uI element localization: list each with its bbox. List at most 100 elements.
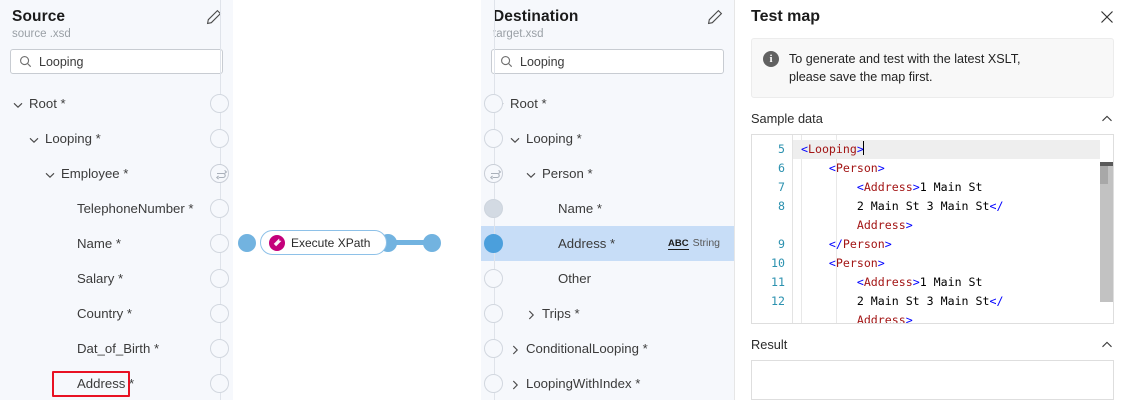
tree-row[interactable]: Employee * <box>0 156 233 191</box>
result-editor[interactable] <box>751 360 1114 400</box>
code-token: 2 Main St 3 Main St <box>856 199 990 213</box>
node-input-connector[interactable] <box>238 234 256 252</box>
tree-row[interactable]: Looping * <box>0 121 233 156</box>
line-number: 8 <box>778 199 785 213</box>
code-token: > <box>905 313 913 323</box>
pencil-icon[interactable] <box>706 8 724 26</box>
sample-data-section-header[interactable]: Sample data <box>751 111 1114 126</box>
chevron-down-icon[interactable] <box>525 169 537 181</box>
code-line[interactable]: <Looping> <box>793 140 1113 159</box>
code-token <box>801 256 829 270</box>
connector-dot[interactable] <box>484 374 503 393</box>
code-token: 1 Main St <box>919 275 983 289</box>
chevron-down-icon[interactable] <box>12 99 24 111</box>
connector-dot[interactable] <box>484 269 503 288</box>
chevron-right-icon[interactable] <box>525 309 537 321</box>
tree-row[interactable]: Name * <box>0 226 233 261</box>
connector-dot[interactable] <box>484 199 503 218</box>
connector-dot[interactable] <box>484 234 503 253</box>
result-section-header[interactable]: Result <box>751 337 1114 352</box>
destination-search-box[interactable] <box>491 49 724 74</box>
connector-dot[interactable] <box>210 129 229 148</box>
code-token: Person <box>835 161 878 175</box>
code-line[interactable]: Address> <box>793 216 1113 235</box>
connector-dot[interactable] <box>210 234 229 253</box>
connector-dot[interactable] <box>210 339 229 358</box>
source-schema-panel: Source source .xsd Root *Looping *Employ… <box>0 0 233 400</box>
map-canvas[interactable]: Execute XPath <box>233 0 481 400</box>
tree-row[interactable]: Person * <box>481 156 734 191</box>
scrollbar-thumb[interactable] <box>1100 162 1113 302</box>
code-token <box>801 199 857 213</box>
code-token: Looping <box>807 142 857 156</box>
connector-dot[interactable] <box>210 304 229 323</box>
connector-dot[interactable] <box>210 164 229 183</box>
line-number: 6 <box>778 161 785 175</box>
code-line[interactable]: <Address>1 Main St <box>793 178 1113 197</box>
tree-row[interactable]: LoopingWithIndex * <box>481 366 734 400</box>
source-search-box[interactable] <box>10 49 223 74</box>
code-line[interactable]: 2 Main St 3 Main St</ <box>793 292 1113 311</box>
chevron-down-icon[interactable] <box>44 169 56 181</box>
source-search-input[interactable] <box>39 54 214 69</box>
tree-row[interactable]: Root * <box>0 86 233 121</box>
code-text-area[interactable]: <Looping> <Person> <Address>1 Main St 2 … <box>792 135 1113 323</box>
close-icon[interactable] <box>1098 8 1116 26</box>
chevron-up-icon[interactable] <box>1100 112 1114 126</box>
code-line[interactable]: Address> <box>793 311 1113 323</box>
tree-row[interactable]: Root * <box>481 86 734 121</box>
code-token: </ <box>989 294 1004 308</box>
type-name: String <box>692 237 720 250</box>
chevron-down-icon[interactable] <box>28 134 40 146</box>
chevron-down-icon[interactable] <box>509 134 521 146</box>
execute-xpath-node[interactable]: Execute XPath <box>260 230 388 255</box>
code-token: Address <box>863 180 913 194</box>
code-token: > <box>912 275 920 289</box>
test-map-panel: Test map i To generate and test with the… <box>734 0 1130 400</box>
tree-row[interactable]: TelephoneNumber * <box>0 191 233 226</box>
connector-dot[interactable] <box>210 94 229 113</box>
connector-dot[interactable] <box>484 339 503 358</box>
line-number: 9 <box>778 237 785 251</box>
tree-row[interactable]: Looping * <box>481 121 734 156</box>
line-number: 5 <box>778 142 785 156</box>
search-icon <box>19 55 32 68</box>
code-token: Person <box>835 256 878 270</box>
destination-link-connector[interactable] <box>423 234 441 252</box>
tree-row[interactable]: Dat_of_Birth * <box>0 331 233 366</box>
tree-row[interactable]: Other <box>481 261 734 296</box>
info-icon: i <box>763 51 779 67</box>
search-icon <box>500 55 513 68</box>
tree-row-label: Root * <box>510 96 547 111</box>
tree-row[interactable]: Address * <box>0 366 233 400</box>
destination-tree: Root * Looping * Person * Name *Address *AB… <box>481 86 734 400</box>
chevron-right-icon[interactable] <box>509 379 521 391</box>
code-line[interactable]: <Person> <box>793 159 1113 178</box>
destination-search-input[interactable] <box>520 54 715 69</box>
chevron-right-icon[interactable] <box>509 344 521 356</box>
editor-scrollbar[interactable] <box>1100 135 1113 323</box>
chevron-up-icon[interactable] <box>1100 338 1114 352</box>
xpath-wand-icon <box>269 234 285 251</box>
code-token <box>801 218 857 232</box>
connector-dot[interactable] <box>210 199 229 218</box>
tree-row[interactable]: Name * <box>481 191 734 226</box>
tree-row[interactable]: ConditionalLooping * <box>481 331 734 366</box>
connector-dot[interactable] <box>484 304 503 323</box>
code-line[interactable]: </Person> <box>793 235 1113 254</box>
connector-dot[interactable] <box>210 374 229 393</box>
connector-dot[interactable] <box>484 94 503 113</box>
code-line[interactable]: <Person> <box>793 254 1113 273</box>
connector-dot[interactable] <box>210 269 229 288</box>
code-token <box>801 313 857 323</box>
tree-row[interactable]: Salary * <box>0 261 233 296</box>
tree-row[interactable]: Country * <box>0 296 233 331</box>
connector-dot[interactable] <box>484 129 503 148</box>
connector-dot[interactable] <box>484 164 503 183</box>
code-line[interactable]: 2 Main St 3 Main St</ <box>793 197 1113 216</box>
code-line[interactable]: <Address>1 Main St <box>793 273 1113 292</box>
tree-row-label: Person * <box>542 166 593 181</box>
tree-row[interactable]: Trips * <box>481 296 734 331</box>
sample-data-editor[interactable]: 5678910111213 <Looping> <Person> <Addres… <box>751 134 1114 324</box>
